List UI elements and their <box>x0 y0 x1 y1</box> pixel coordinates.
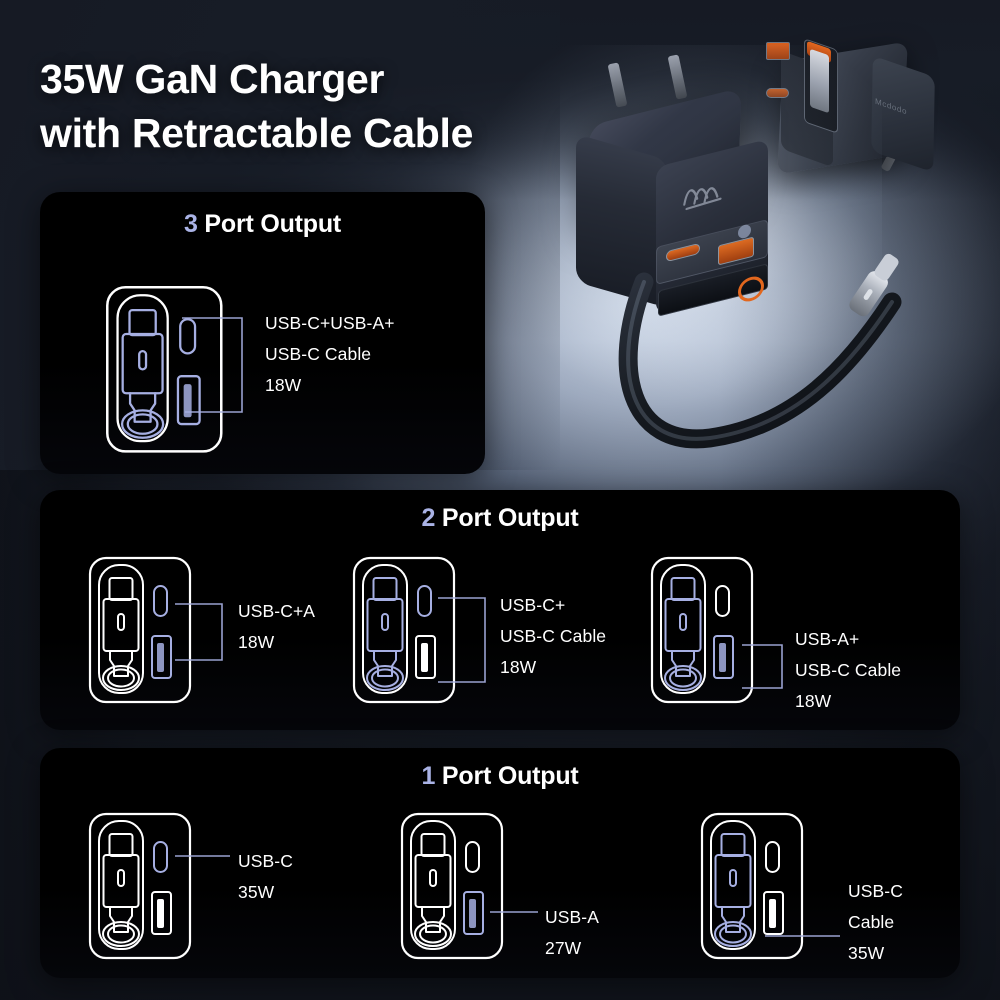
diagram-label-2-port-2: USB-C+ USB-C Cable 18W <box>500 595 607 678</box>
diagram-label-1-port-2: USB-A 27W <box>545 907 599 959</box>
page-title: 35W GaN Charger with Retractable Cable <box>40 56 474 157</box>
charger-line-diagram <box>352 556 456 704</box>
diagram-label-3port-1: USB-C+USB-A+ USB-C Cable 18W <box>265 313 395 396</box>
charger-line-diagram <box>400 812 504 960</box>
panel-title-number: 1 <box>421 762 436 790</box>
gan-logo-icon <box>683 187 722 211</box>
leader-line-3-port-1 <box>182 317 243 413</box>
panel-title-3-port: 3 Port Output <box>40 210 485 239</box>
panel-1-port-output: 1 Port Output <box>40 748 960 978</box>
leader-line-2-port-3 <box>742 644 783 689</box>
usb-c-port <box>766 88 789 98</box>
diagram-1-port-1 <box>88 812 192 965</box>
leader-line-1-port-2 <box>490 911 538 913</box>
leader-line-1-port-1 <box>175 855 230 857</box>
primary-charger-photo <box>462 45 882 405</box>
leader-line-2-port-2 <box>438 597 486 683</box>
panel-title-text: Port Output <box>197 210 342 238</box>
charger-line-diagram <box>700 812 804 960</box>
diagram-3-port-1 <box>105 285 224 459</box>
panel-title-number: 2 <box>421 504 436 532</box>
diagram-1-port-3 <box>700 812 804 965</box>
panel-title-text: Port Output <box>435 504 579 532</box>
usb-a-port <box>766 42 790 60</box>
diagram-label-1-port-3: USB-C Cable 35W <box>848 881 903 964</box>
panel-2-port-output: 2 Port Output <box>40 490 960 730</box>
charger-line-diagram <box>650 556 754 704</box>
panel-title-number: 3 <box>183 210 198 238</box>
panel-title-2-port: 2 Port Output <box>40 504 960 533</box>
retractable-cable-photo <box>618 253 902 449</box>
diagram-1-port-2 <box>400 812 504 965</box>
charger-line-diagram <box>88 812 192 960</box>
diagram-2-port-2 <box>352 556 456 709</box>
diagram-2-port-1 <box>88 556 192 709</box>
diagram-2-port-3 <box>650 556 754 709</box>
charger-line-diagram <box>88 556 192 704</box>
diagram-label-2-port-3: USB-A+ USB-C Cable 18W <box>795 629 902 712</box>
panel-3-port-output: 3 Port Output USB-C+USB-A+ USB-C Cable 1… <box>40 192 485 474</box>
diagram-label-2-port-1: USB-C+A 18W <box>238 601 316 653</box>
panel-title-1-port: 1 Port Output <box>40 762 960 791</box>
panel-title-text: Port Output <box>435 762 579 790</box>
secondary-charger-photo: Mcdodo <box>760 30 950 190</box>
leader-line-1-port-3 <box>765 935 840 937</box>
leader-line-2-port-1 <box>175 603 223 661</box>
charger-line-diagram <box>106 286 223 453</box>
diagram-label-1-port-1: USB-C 35W <box>238 851 293 903</box>
